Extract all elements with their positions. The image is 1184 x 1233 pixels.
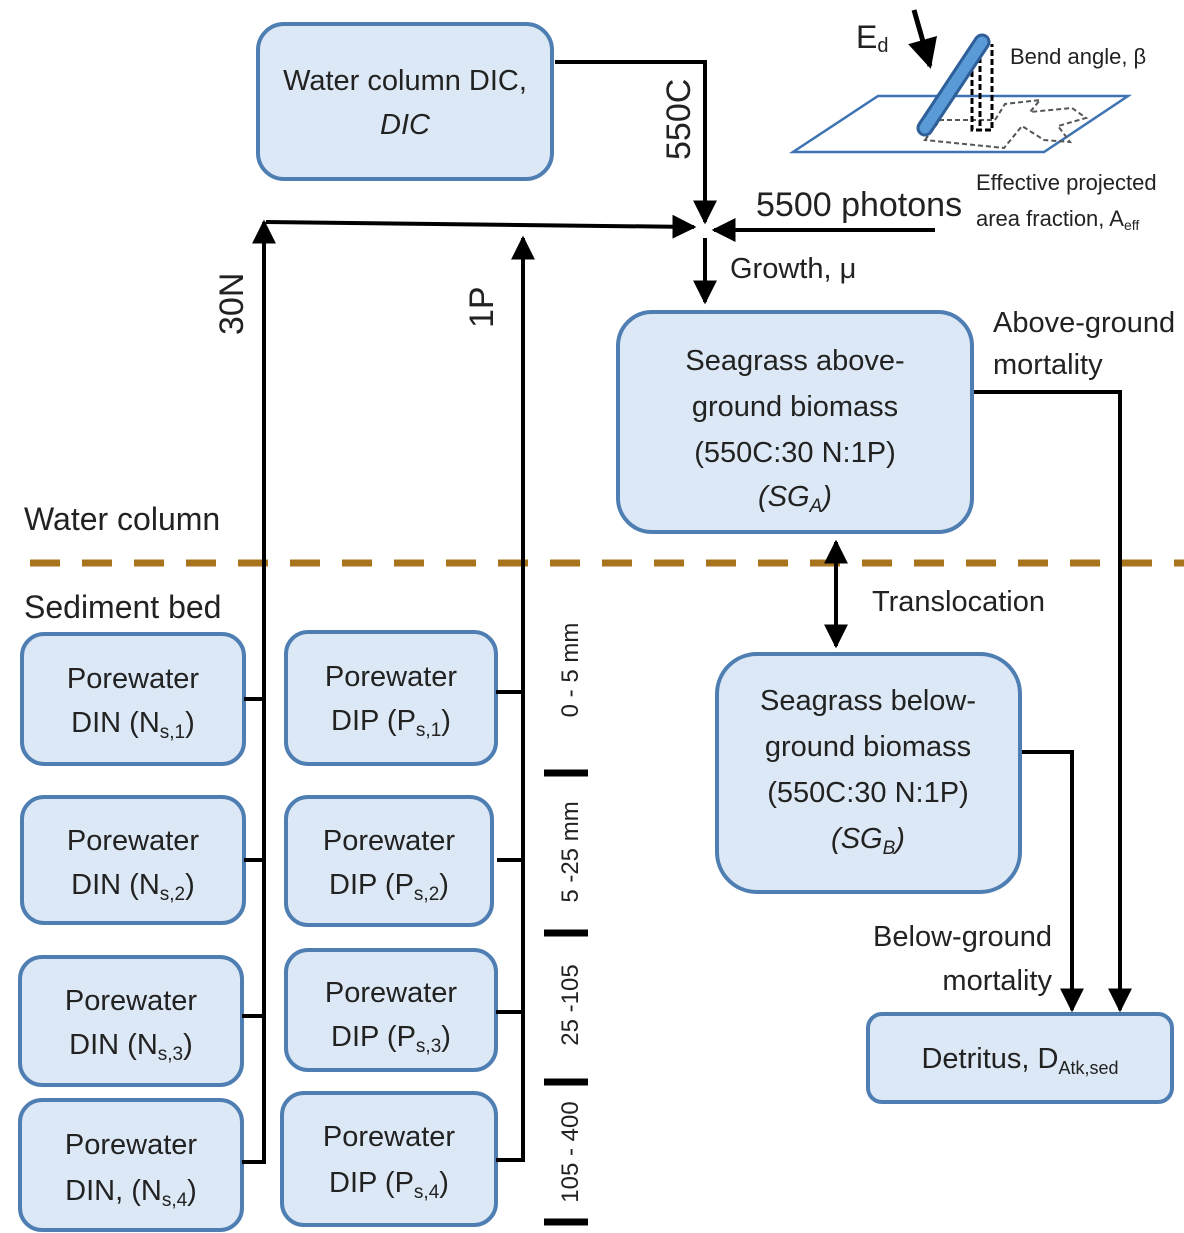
dip-3-line2: DIP (Ps,3) xyxy=(331,1021,451,1057)
effective-area-label-2: area fraction, Aeff xyxy=(976,206,1139,233)
water-column-label: Water column xyxy=(24,501,220,537)
irradiance-arrow xyxy=(908,9,938,69)
bend-angle-label: Bend angle, β xyxy=(1010,44,1146,69)
din-box-1: Porewater DIN (Ns,1) xyxy=(20,632,246,766)
dip-box-1: Porewater DIP (Ps,1) xyxy=(284,630,498,766)
growth-label: Growth, μ xyxy=(730,253,856,285)
din-1-line2: DIN (Ns,1) xyxy=(71,707,195,743)
depth-label-3: 25 -105 xyxy=(557,964,584,1045)
dip-3-line1: Porewater xyxy=(325,977,458,1009)
light-inset: Ed Bend angle, β Effective projected are… xyxy=(788,9,1157,233)
dip-box-4: Porewater DIP (Ps,4) xyxy=(280,1091,498,1227)
projection-plane xyxy=(788,94,1133,154)
bend-angle-lines xyxy=(970,44,994,132)
below-mortality-label-2: mortality xyxy=(942,965,1052,997)
din-2-line2: DIN (Ns,2) xyxy=(71,869,195,905)
din-2-line1: Porewater xyxy=(67,825,200,857)
detritus-label: Detritus, DAtk,sed xyxy=(921,1043,1118,1078)
sg-above-line1: Seagrass above- xyxy=(685,345,904,377)
nitrogen-flow-label: 30N xyxy=(213,273,251,335)
dip-1-line1: Porewater xyxy=(325,661,458,693)
depth-label-2: 5 -25 mm xyxy=(557,801,584,902)
din-box-2: Porewater DIN (Ns,2) xyxy=(20,795,246,925)
dic-box-line2: DIC xyxy=(380,109,431,141)
depth-label-1: 0 - 5 mm xyxy=(557,623,584,718)
sg-above-symbol: (SGA) xyxy=(758,481,832,517)
sg-below-line2: ground biomass xyxy=(765,731,971,763)
above-mortality-label-1: Above-ground xyxy=(993,307,1175,339)
above-mortality-arrow xyxy=(974,390,1132,1013)
detritus-box: Detritus, DAtk,sed xyxy=(866,1012,1174,1104)
sg-below-line3: (550C:30 N:1P) xyxy=(767,777,969,809)
carbon-flow-arrow xyxy=(555,60,717,225)
din-box-3: Porewater DIN (Ns,3) xyxy=(18,955,244,1087)
below-mortality-label-1: Below-ground xyxy=(873,921,1052,953)
sediment-bed-label: Sediment bed xyxy=(24,589,221,625)
din-1-line1: Porewater xyxy=(67,663,200,695)
sg-below-line1: Seagrass below- xyxy=(760,685,976,717)
seagrass-above-box: Seagrass above- ground biomass (550C:30 … xyxy=(616,310,974,534)
dip-box-3: Porewater DIP (Ps,3) xyxy=(284,948,498,1072)
sg-above-line3: (550C:30 N:1P) xyxy=(694,437,896,469)
dip-box-2: Porewater DIP (Ps,2) xyxy=(284,795,494,927)
dip-4-line1: Porewater xyxy=(323,1121,456,1153)
sg-below-symbol: (SGB) xyxy=(831,823,905,859)
below-mortality-arrow xyxy=(1022,750,1084,1013)
translocation-label: Translocation xyxy=(872,586,1045,618)
din-4-line2: DIN, (Ns,4) xyxy=(65,1175,197,1211)
carbon-flow-label: 550C xyxy=(660,79,698,160)
dip-4-line2: DIP (Ps,4) xyxy=(329,1167,449,1203)
nitrogen-flow-top xyxy=(265,214,697,239)
dic-box: Water column DIC, DIC xyxy=(256,22,554,181)
din-box-4: Porewater DIN, (Ns,4) xyxy=(18,1098,244,1232)
seagrass-below-box: Seagrass below- ground biomass (550C:30 … xyxy=(715,652,1022,894)
dip-2-line2: DIP (Ps,2) xyxy=(329,869,449,905)
din-3-line1: Porewater xyxy=(65,985,198,1017)
phosphorus-flow-label: 1P xyxy=(463,286,501,328)
depth-label-4: 105 - 400 xyxy=(557,1101,584,1202)
dip-1-line2: DIP (Ps,1) xyxy=(331,705,451,741)
din-3-line2: DIN (Ns,3) xyxy=(69,1029,193,1065)
effective-area-label-1: Effective projected xyxy=(976,170,1157,195)
dip-2-line1: Porewater xyxy=(323,825,456,857)
dic-box-line1: Water column DIC, xyxy=(283,65,527,97)
sg-above-line2: ground biomass xyxy=(692,391,898,423)
photons-flow-label: 5500 photons xyxy=(756,186,962,224)
din-4-line1: Porewater xyxy=(65,1129,198,1161)
ed-label: Ed xyxy=(856,19,888,57)
seagrass-leaf-fill xyxy=(919,36,988,134)
above-mortality-label-2: mortality xyxy=(993,349,1103,381)
projected-leaf-shape xyxy=(923,98,1089,150)
